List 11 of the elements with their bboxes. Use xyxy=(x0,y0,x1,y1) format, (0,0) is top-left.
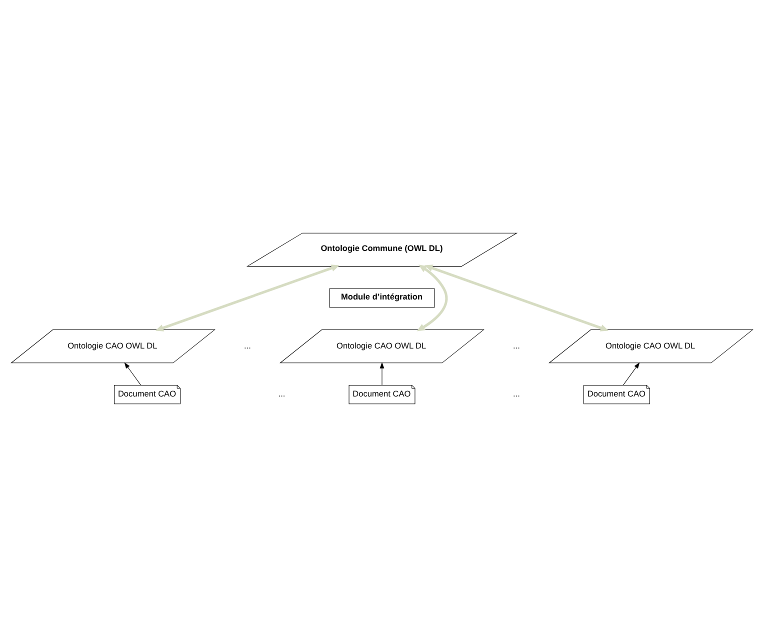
node-box: Module d’intégration xyxy=(329,288,435,308)
label: ... xyxy=(513,340,520,350)
label: ... xyxy=(513,388,520,398)
label: ... xyxy=(278,388,286,398)
arrow xyxy=(380,362,384,385)
arrow xyxy=(416,264,448,331)
arrow xyxy=(424,264,609,331)
arrow xyxy=(124,362,142,385)
label: ... xyxy=(244,340,251,350)
arrow xyxy=(622,362,640,385)
arrow xyxy=(155,264,340,331)
